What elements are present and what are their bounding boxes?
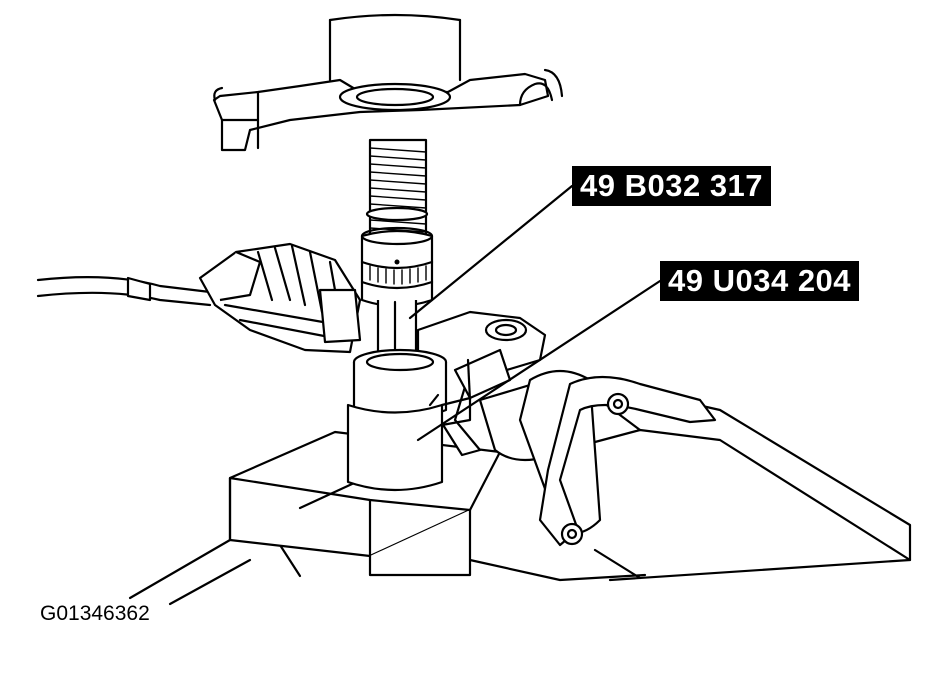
puller-frame [212,13,564,152]
leader-lines [408,184,662,442]
figure-id: G01346362 [40,602,150,625]
leader-line-1 [408,184,574,320]
callout-label-tool-1: 49 B032 317 [572,166,772,206]
callout-label-tool-2: 49 U034 204 [660,261,860,301]
spindle-collar [360,226,434,308]
threaded-spindle [365,138,429,242]
floor-lines [128,538,647,606]
sensor-body [198,242,362,354]
receiver-cup [346,348,472,492]
clamp-band [538,375,717,547]
leader-line-2 [416,279,662,442]
cable [36,276,212,307]
